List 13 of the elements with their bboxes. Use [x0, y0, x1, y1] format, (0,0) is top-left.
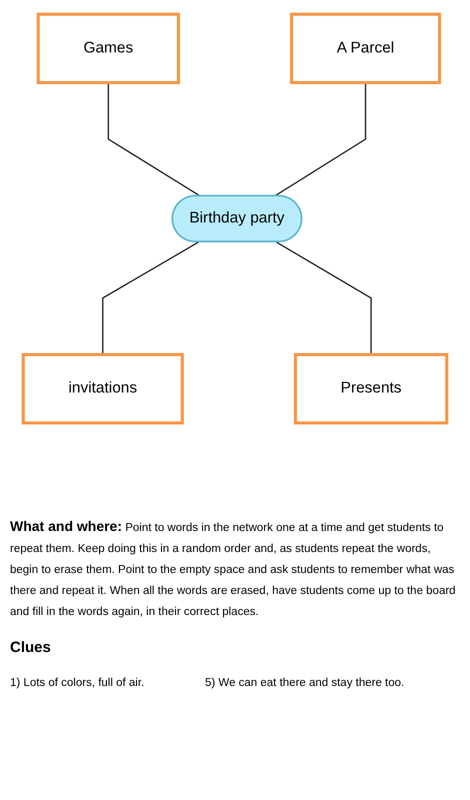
connector-line: [102, 241, 200, 355]
clue-text: 5) We can eat there and stay there too.: [205, 677, 404, 689]
topic-box: invitations: [22, 353, 184, 424]
topic-box: Presents: [294, 353, 448, 424]
instructions-paragraph: What and where: Point to words in the network one at a time and get students to repeat them. Keep doing this in a random order and, as students repeat the words, begin to erase them. Point to the empty space and ask students to remember what was there and repeat it. When all the words are erased, have students come up to the board and fill in the words again, in their correct places.: [10, 517, 457, 620]
central-ellipse: Birthday party: [172, 194, 302, 242]
connector-line: [276, 241, 372, 355]
connector-line: [108, 82, 201, 197]
connector-line: [274, 82, 366, 197]
clue-text: 1) Lots of colors, full of air.: [10, 677, 146, 689]
topic-box: Games: [36, 12, 180, 84]
section-heading: Clues: [10, 639, 51, 656]
topic-box: A Parcel: [290, 12, 442, 84]
